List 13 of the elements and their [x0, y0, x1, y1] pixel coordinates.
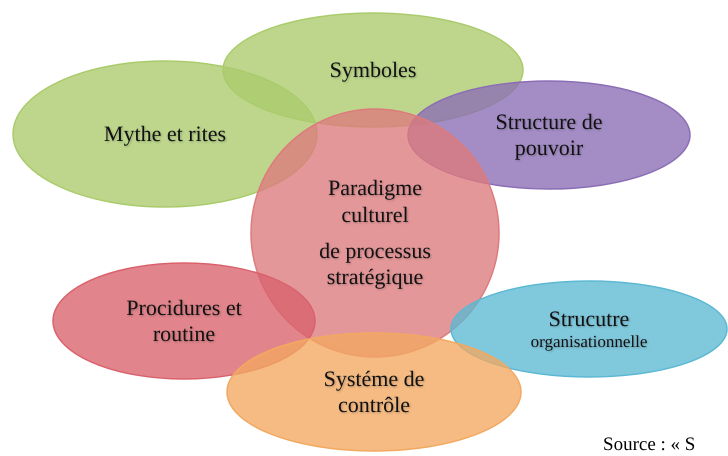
node-label: Symboles — [330, 56, 416, 84]
ellipse-shape — [226, 332, 522, 452]
source-note: Source : « S — [603, 434, 696, 456]
node-label: organisationnelle — [530, 332, 648, 352]
node-label: Systéme de contrôle — [322, 366, 426, 418]
node-label: Mythe et rites — [104, 120, 226, 148]
node-label: Paradigme culturel — [326, 175, 424, 228]
node-label: de processus stratégique — [318, 238, 432, 291]
ellipse-shape — [12, 60, 318, 208]
node-label: Procidures et routine — [125, 294, 243, 348]
node-label: Structure de pouvoir — [494, 108, 604, 162]
node-label: Strucutre — [548, 306, 630, 332]
ellipse-shape — [450, 280, 728, 378]
